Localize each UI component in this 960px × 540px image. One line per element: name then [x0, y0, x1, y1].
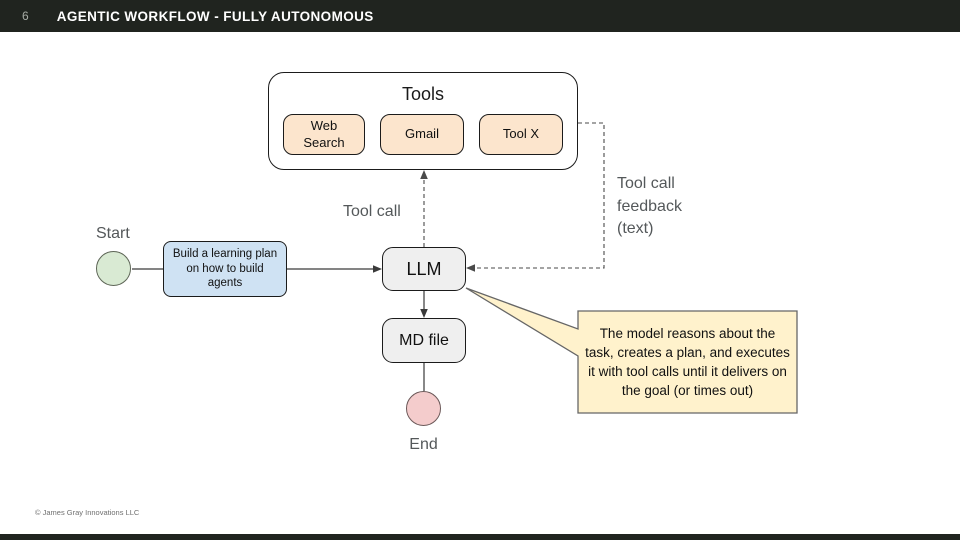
slide-title: AGENTIC WORKFLOW - FULLY AUTONOMOUS: [56, 8, 374, 24]
tools-group: Tools Web Search Gmail Tool X: [268, 72, 578, 170]
task-node: Build a learning plan on how to build ag…: [163, 241, 287, 297]
tools-group-title: Tools: [401, 84, 445, 104]
tool-call-feedback-label: Tool call feedback (text): [617, 175, 682, 238]
md-file-node: MD file: [382, 318, 466, 363]
tool-x: Tool X: [479, 114, 563, 155]
header-bar: 6 AGENTIC WORKFLOW - FULLY AUTONOMOUS: [0, 0, 960, 32]
arrowhead-llm-md: [420, 309, 428, 318]
tool-gmail: Gmail: [380, 114, 464, 155]
page-number: 6: [22, 9, 29, 23]
arrowhead-feedback-llm: [466, 264, 475, 272]
copyright-text: © James Gray Innovations LLC: [35, 508, 140, 517]
start-terminal: [96, 251, 131, 286]
llm-node: LLM: [382, 247, 466, 291]
tools-row: Web Search Gmail Tool X: [283, 114, 563, 155]
tool-web-search: Web Search: [283, 114, 365, 155]
callout-note: The model reasons about the task, create…: [585, 325, 790, 399]
tool-call-label: Tool call: [343, 203, 401, 220]
end-label: End: [409, 436, 438, 453]
arrowhead-task-llm: [373, 265, 382, 273]
bottom-bar: [0, 534, 960, 540]
arrowhead-llm-tools: [420, 170, 428, 179]
start-label: Start: [96, 225, 130, 242]
end-terminal: [406, 391, 441, 426]
